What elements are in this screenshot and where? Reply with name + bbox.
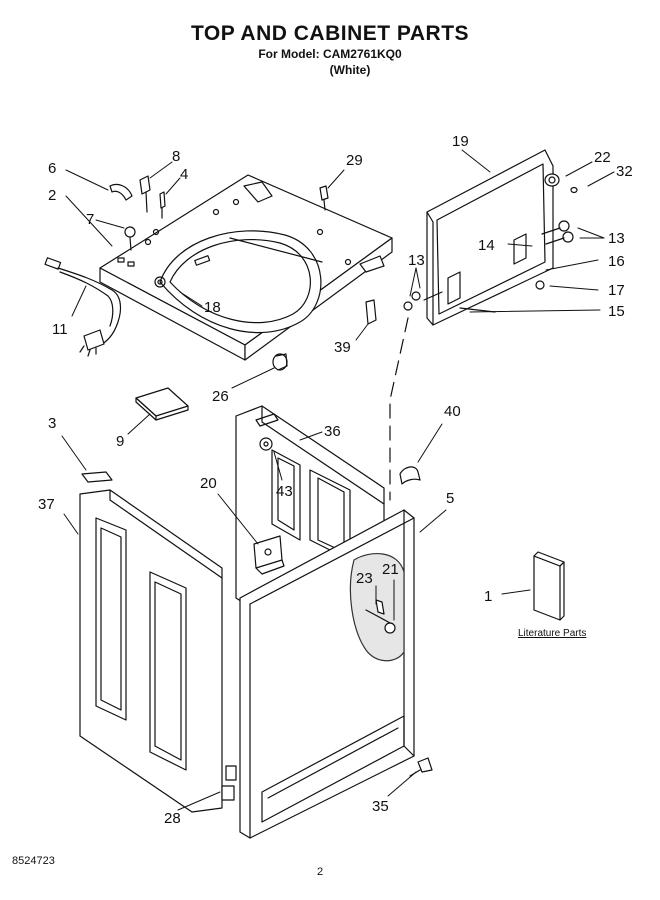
- literature-pack: [533, 551, 565, 621]
- callout-19: 19: [452, 133, 469, 150]
- callout-2: 2: [48, 187, 56, 204]
- callout-32: 32: [616, 163, 633, 180]
- callout-37: 37: [38, 496, 55, 513]
- callout-5: 5: [446, 490, 454, 507]
- callout-28: 28: [164, 810, 181, 827]
- callout-36: 36: [324, 423, 341, 440]
- callout-43: 43: [276, 483, 293, 500]
- callout-15: 15: [608, 303, 625, 320]
- callout-14: 14: [478, 237, 495, 254]
- callout-22: 22: [594, 149, 611, 166]
- callout-13-left: 13: [408, 252, 425, 269]
- callout-7: 7: [86, 211, 94, 228]
- callout-11: 11: [52, 321, 68, 338]
- front-panel: [239, 509, 433, 839]
- literature-parts-label: Literature Parts: [518, 628, 586, 639]
- callout-labels: 6 2 8 4 7 11 18 29 19 22 32 13 14 13 16 …: [38, 133, 633, 827]
- callout-16: 16: [608, 253, 625, 270]
- callout-6: 6: [48, 160, 56, 177]
- page-title: TOP AND CABINET PARTS: [190, 22, 470, 45]
- hinge-bolts: [541, 173, 578, 245]
- side-panel: [79, 489, 237, 813]
- callout-13-right: 13: [608, 230, 625, 247]
- callout-29: 29: [346, 152, 363, 169]
- callout-21: 21: [382, 561, 399, 578]
- leader-lines: [61, 149, 615, 811]
- callout-35: 35: [372, 798, 389, 815]
- wire-harness: [44, 257, 122, 357]
- callout-39: 39: [334, 339, 351, 356]
- top-panel: [99, 174, 393, 361]
- callout-26: 26: [212, 388, 229, 405]
- clip-40: [399, 466, 421, 485]
- page-number: 2: [317, 866, 324, 878]
- variant-label: (White): [329, 63, 371, 77]
- callout-23: 23: [356, 570, 373, 587]
- callout-1: 1: [484, 588, 492, 605]
- lid-assembly: [403, 149, 554, 326]
- callout-4: 4: [180, 166, 188, 183]
- manual: [135, 387, 189, 421]
- callout-3: 3: [48, 415, 56, 432]
- callout-9: 9: [116, 433, 124, 450]
- small-parts: [272, 299, 377, 371]
- screws-top: [109, 175, 329, 251]
- document-number: 8524723: [12, 855, 55, 867]
- callout-8: 8: [172, 148, 180, 165]
- model-line: For Model: CAM2761KQ0: [258, 47, 402, 61]
- callout-18: 18: [204, 299, 221, 316]
- callout-20: 20: [200, 475, 217, 492]
- callout-40: 40: [444, 403, 461, 420]
- trim-strip: [81, 471, 113, 483]
- callout-17: 17: [608, 282, 625, 299]
- bracket: [253, 535, 285, 575]
